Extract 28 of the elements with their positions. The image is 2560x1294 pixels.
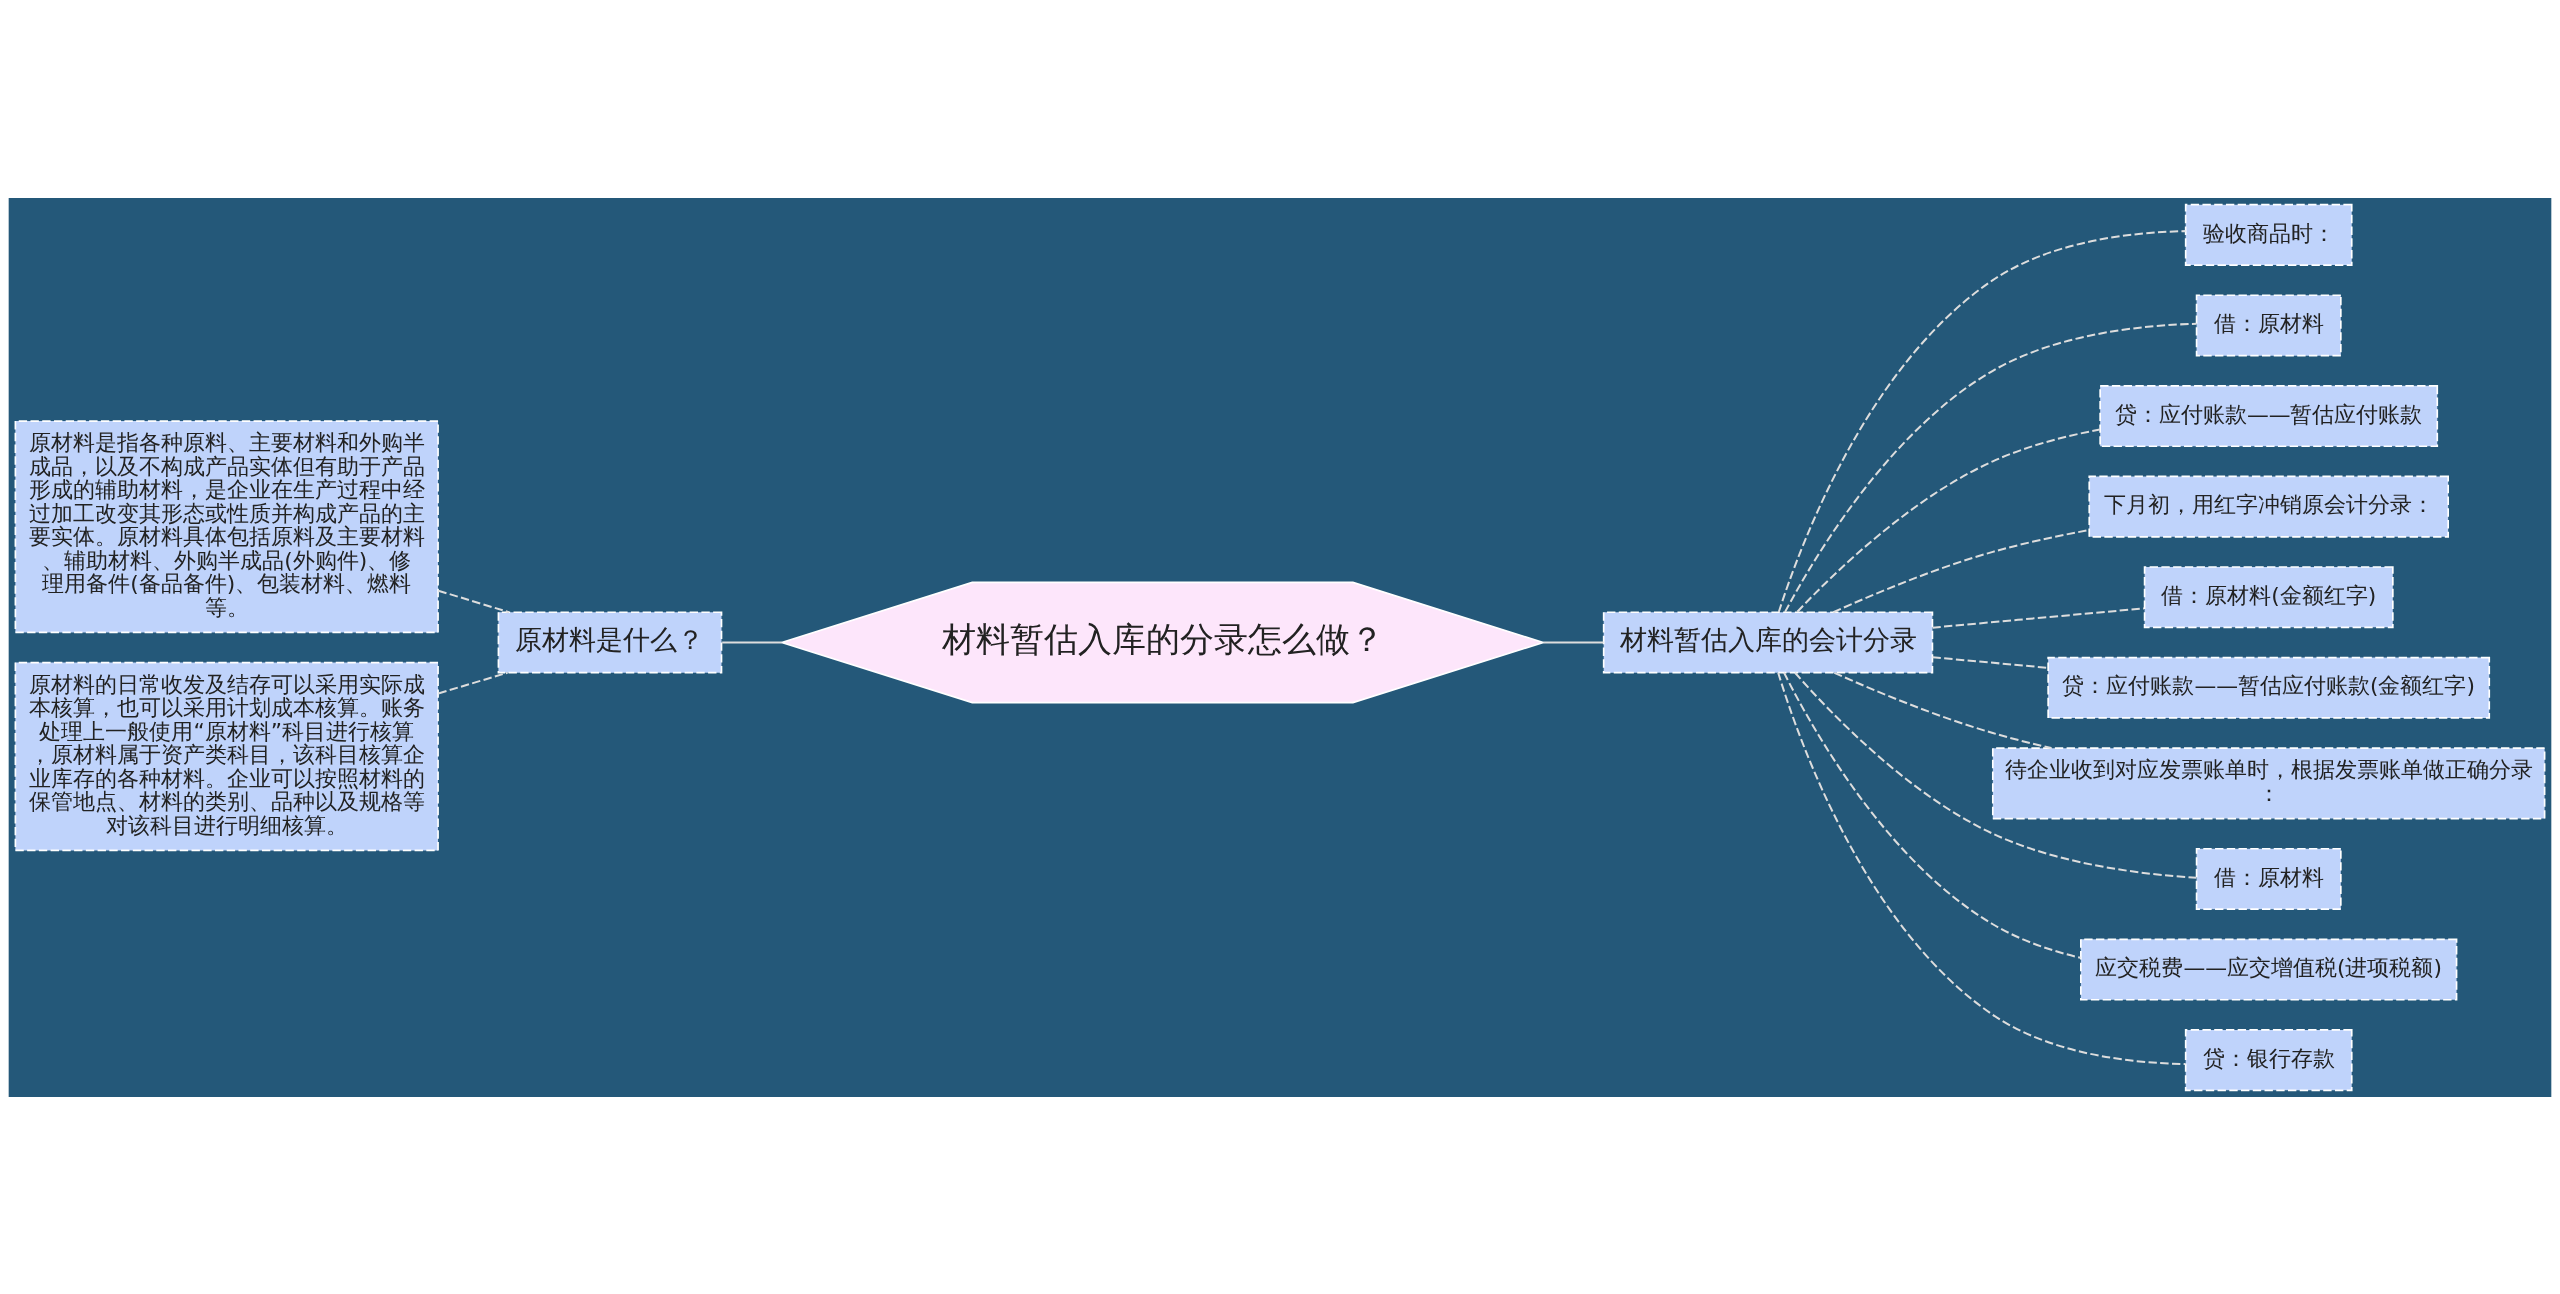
node-box: 借：原材料	[2195, 293, 2342, 356]
connector	[1543, 640, 1604, 643]
node-box: 借：原材料	[2195, 847, 2342, 910]
connector	[1832, 528, 2089, 613]
node-box: 待企业收到对应发票账单时，根据发票账单做正确分录：	[1991, 746, 2546, 819]
connector	[722, 640, 782, 643]
node-box: 贷：应付账款——暂估应付账款	[2099, 384, 2439, 447]
connector	[438, 589, 510, 613]
node-box: 应交税费——应交增值税(进项税额)	[2080, 938, 2458, 1001]
node-box: 贷：银行存款	[2184, 1028, 2353, 1091]
node-box: 下月初，用红字冲销原会计分录：	[2088, 475, 2449, 538]
connector	[1796, 428, 2101, 612]
node-box: 原材料是指各种原料、主要材料和外购半成品，以及不构成产品实体但有助于产品形成的辅助材料，是企业在生产过程中经过加工改变其形态或性质并构成产品的主要实体。原材料具体包括原料及主要材料、辅助材料、外购半成品(外购件)、修理用备件(备品备件)、包装材料、燃料等。	[14, 419, 439, 633]
connector	[1932, 606, 2145, 629]
connector	[1783, 671, 2081, 959]
connector	[1777, 229, 2186, 612]
node-box: 原材料的日常收发及结存可以采用实际成本核算，也可以采用计划成本核算。账务处理上一般使用“原材料”科目进行核算，原材料属于资产类科目，该科目核算企业库存的各种材料。企业可以按照材料的保管地点、材料的类别、品种以及规格等对该科目进行明细核算。	[14, 661, 439, 851]
node-box: 材料暂估入库的会计分录	[1602, 610, 1934, 673]
connector	[1794, 671, 2197, 879]
connector	[1932, 655, 2048, 669]
node-box: 验收商品时：	[2184, 203, 2353, 266]
node-box: 原材料是什么？	[497, 610, 723, 673]
connector	[1784, 322, 2197, 612]
node-box: 借：原材料(金额红字)	[2143, 565, 2394, 628]
connector	[1777, 671, 2186, 1065]
connector	[1833, 671, 2052, 749]
connector	[438, 671, 508, 694]
node-box: 贷：应付账款——暂估应付账款(金额红字)	[2047, 656, 2491, 719]
